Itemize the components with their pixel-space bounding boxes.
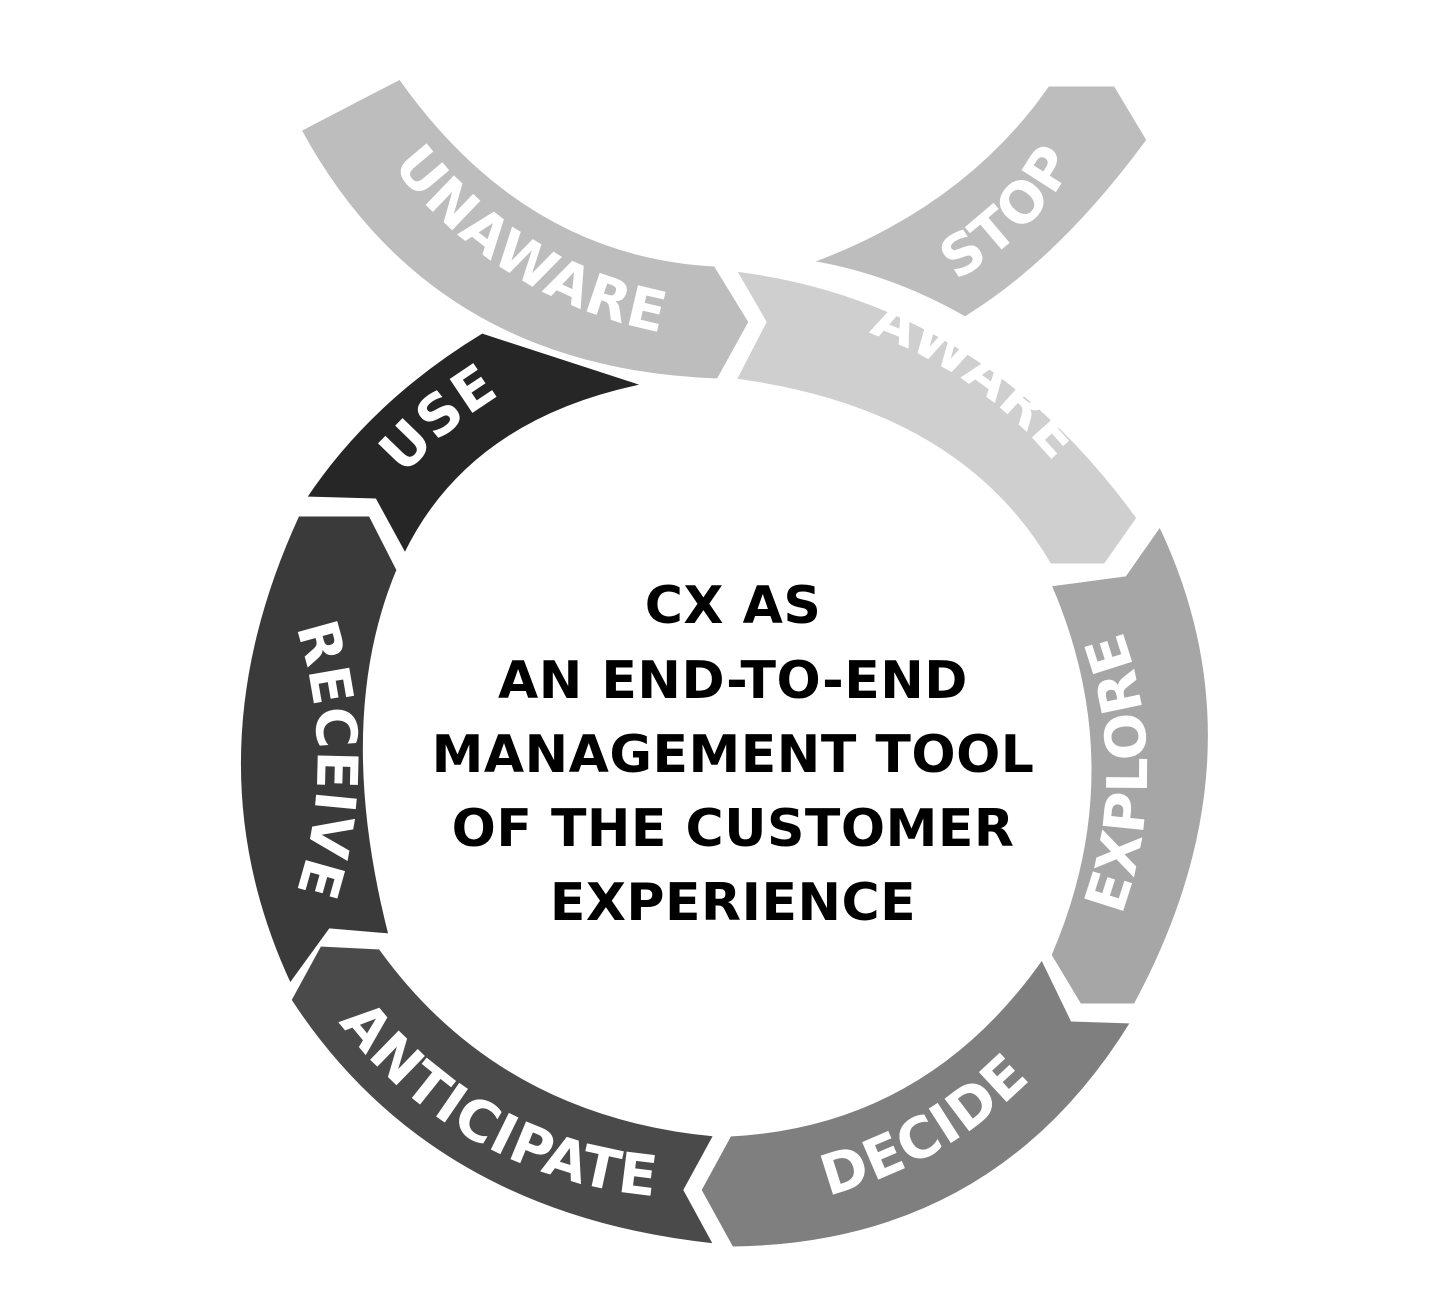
segment-decide [698,955,1135,1250]
segment-label-explore: EXPLORE [1073,625,1161,920]
center-title-line-3: MANAGEMENT TOOL [432,725,1035,785]
center-title-line-2: AN END-TO-END [498,651,968,711]
segment-unaware [297,76,752,382]
segment-receive [237,513,400,988]
segment-stop [804,83,1150,320]
center-title-line-4: OF THE CUSTOMER [452,799,1015,859]
center-title: CX AS AN END-TO-END MANAGEMENT TOOL OF T… [432,576,1035,933]
segment-aware [732,268,1140,567]
center-title-line-1: CX AS [645,576,822,636]
center-title-line-5: EXPERIENCE [550,873,916,933]
segment-use [302,330,651,559]
segment-explore [1047,522,1211,1007]
segment-anticipate [288,943,718,1247]
